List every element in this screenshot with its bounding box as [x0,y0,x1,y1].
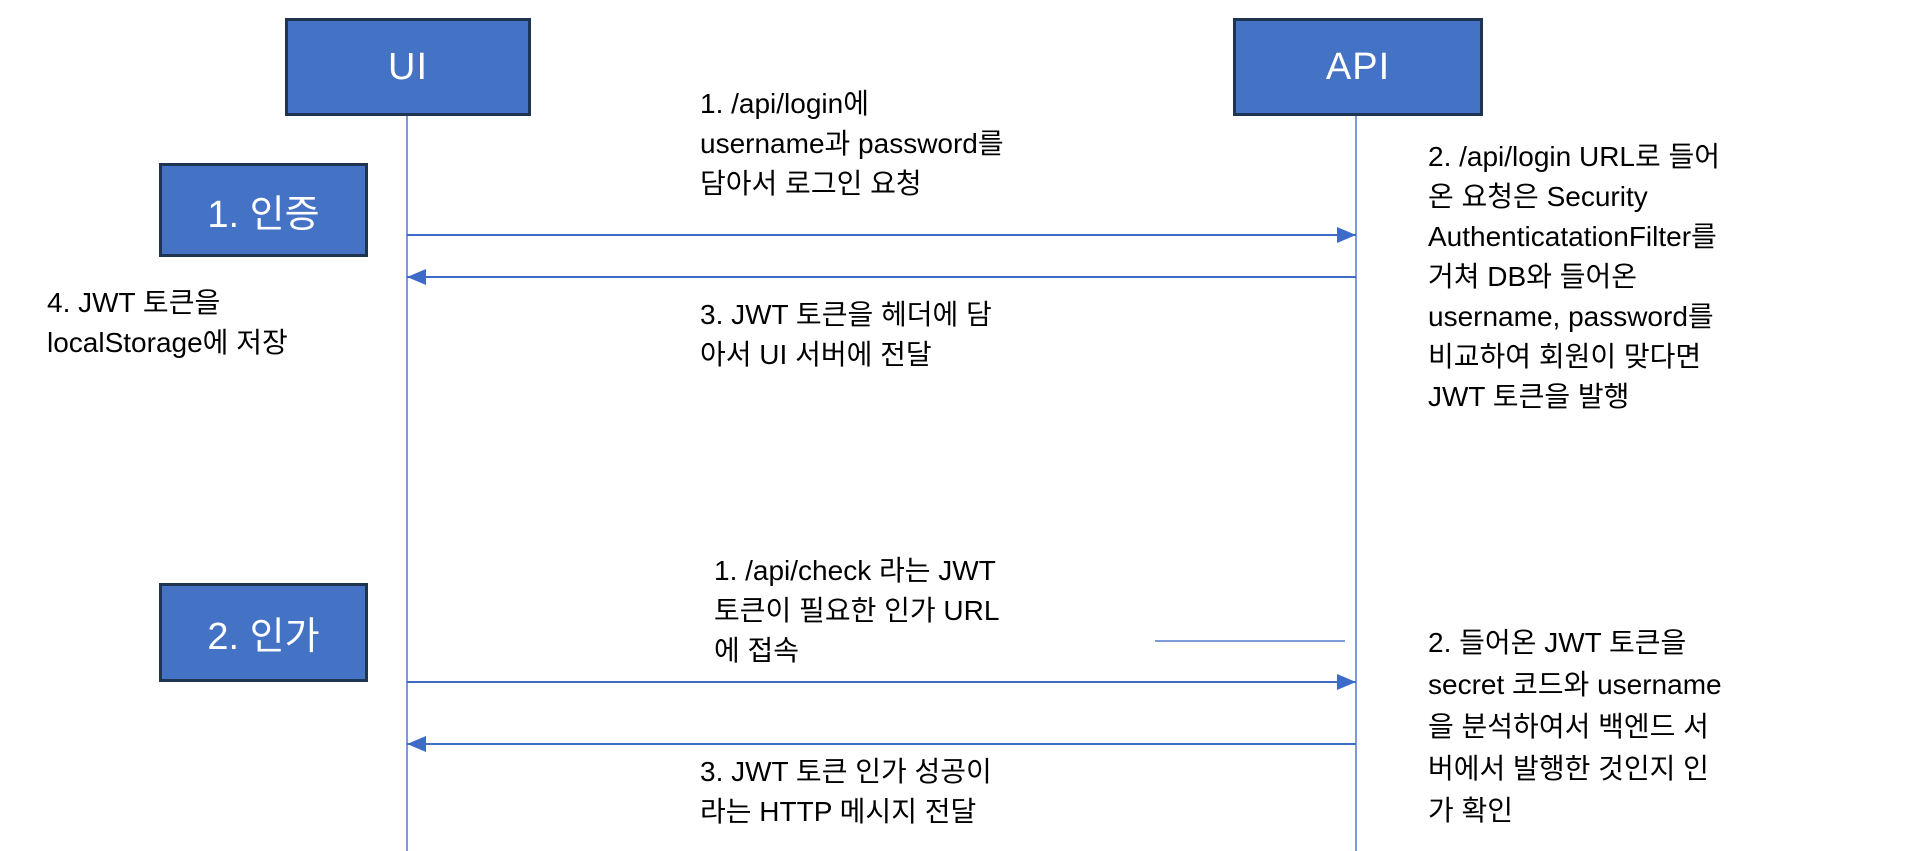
arrow-authz-response-line [407,743,1356,745]
note-authz-response: 3. JWT 토큰 인가 성공이 라는 HTTP 메시지 전달 [700,756,992,827]
phase-label-authentication: 1. 인증 [207,193,320,236]
phase-box-authentication: 1. 인증 [159,163,368,257]
actor-box-ui: UI [285,18,531,116]
arrow-authz-response-head-icon [407,736,426,752]
phase-label-authorization: 2. 인가 [207,616,320,658]
note-authz-server-side: 2. 들어온 JWT 토큰을 secret 코드와 username 을 분석하… [1428,627,1722,826]
note-auth-client-side: 4. JWT 토큰을 localStorage에 저장 [47,287,288,358]
arrow-auth-request-head-icon [1337,227,1356,243]
note-authz-request: 1. /api/check 라는 JWT 토큰이 필요한 인가 URL 에 접속 [714,555,1000,666]
lifeline-api [1355,116,1357,851]
lifeline-ui [406,116,408,851]
note-auth-request: 1. /api/login에 username과 password를 담아서 로… [700,88,1004,199]
note-auth-server-side: 2. /api/login URL로 들어 온 요청은 Security Aut… [1428,141,1721,412]
stray-line-segment [1155,640,1345,642]
note-auth-response: 3. JWT 토큰을 헤더에 담 아서 UI 서버에 전달 [700,299,992,370]
actor-box-api: API [1233,18,1483,116]
arrow-authz-request-line [407,681,1356,683]
actor-label-api: API [1325,45,1391,88]
arrow-auth-response-line [407,276,1356,278]
actor-label-ui: UI [388,45,428,88]
arrow-auth-request-line [407,234,1356,236]
arrow-auth-response-head-icon [407,269,426,285]
arrow-authz-request-head-icon [1337,674,1356,690]
phase-box-authorization: 2. 인가 [159,583,368,682]
